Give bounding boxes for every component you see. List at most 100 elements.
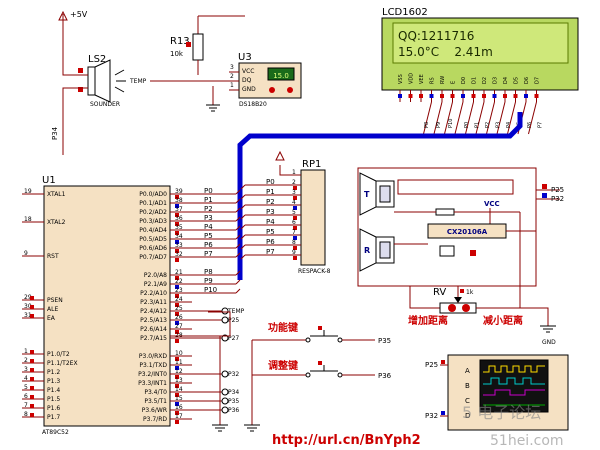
ds18b20-display: 15.0 — [273, 72, 289, 80]
mcu-pin-state — [175, 249, 179, 253]
sounder-net: P34 — [51, 126, 59, 140]
rp1-pin-number: 9 — [292, 249, 296, 256]
mcu-pin-label: P2.2/A10 — [140, 290, 167, 297]
mcu-pin-label: PSEN — [47, 297, 63, 304]
mcu-pin-state — [30, 377, 34, 381]
lcd-bus-wire — [486, 101, 495, 135]
mcu-pin-number: 35 — [175, 224, 183, 231]
u3-ref: U3 — [238, 52, 252, 63]
data-bus — [237, 112, 523, 280]
mcu-pin-state — [30, 350, 34, 354]
mcu-pin-state — [30, 368, 34, 372]
rp1-net-label: P6 — [266, 238, 275, 246]
mcu-pin-state — [30, 305, 34, 309]
lcd-bus-wire — [528, 101, 537, 135]
lcd-net-label: P1 — [475, 122, 481, 128]
mcu-net-label: P10 — [204, 286, 217, 294]
tx-label: T — [364, 190, 370, 199]
mcu-pin-label: P1.6 — [47, 405, 60, 412]
lcd-net-label: P2 — [485, 122, 491, 128]
button-function[interactable]: 功能键 P35 — [252, 321, 391, 345]
rp1-pin-number: 6 — [292, 219, 296, 226]
mcu-pin-label: P1.5 — [47, 396, 60, 403]
lcd-pin-label: VSS — [398, 74, 404, 84]
lcd-net-label: P0 — [464, 122, 470, 128]
r13-value: 10k — [170, 50, 184, 58]
sensor-ds18b20: U3 15.0 VCC DQ GND 3 2 1 DS18B20 — [229, 52, 302, 108]
mcu-pin-label: XTAL1 — [47, 191, 66, 198]
mcu-pin-label: EA — [47, 315, 56, 322]
lcd-bus-wire — [454, 101, 464, 135]
footer-url[interactable]: http://url.cn/BnYph2 — [272, 433, 421, 448]
ds-pin-gnd: GND — [242, 86, 256, 93]
u1-ref: U1 — [42, 175, 56, 186]
mcu-net-label: P4 — [204, 223, 213, 231]
mcu-net-label: P27 — [228, 335, 239, 342]
mcu-pin-number: 18 — [24, 216, 32, 223]
bus-entry — [240, 244, 246, 250]
mcu-pin-label: P3.0/RXD — [139, 353, 167, 360]
rp1-net-label: P0 — [266, 178, 275, 186]
svg-text:B: B — [465, 382, 470, 390]
lcd-pin-label: VDD — [409, 73, 415, 84]
rp1-pin-number: 8 — [292, 239, 296, 246]
cx20106a-label: CX20106A — [447, 228, 488, 236]
bus-entry — [240, 214, 246, 220]
mcu-pin-label: P1.7 — [47, 414, 60, 421]
mcu-net-label: P7 — [204, 250, 213, 258]
scope-net-p25: P25 — [425, 361, 438, 369]
mcu-pin-state — [30, 404, 34, 408]
mcu-pin-state — [30, 395, 34, 399]
lcd-pin-state — [534, 94, 539, 98]
mcu-pin-state — [175, 411, 179, 415]
mcu-pin-state — [30, 296, 34, 300]
mcu-pin-label: P3.4/T0 — [144, 389, 167, 396]
lcd-bus-wire — [496, 101, 506, 135]
button-adjust[interactable]: 调整键 P36 — [252, 359, 392, 380]
rp1-net-label: P7 — [266, 248, 275, 256]
lcd-pin-label: D0 — [461, 77, 467, 84]
mcu-pin-number: 27 — [175, 323, 183, 330]
lcd-pin-state — [398, 94, 402, 98]
mcu-pin-number: 2 — [24, 357, 28, 364]
mcu-pin-number: 5 — [24, 384, 28, 391]
mcu-pin-number: 29 — [24, 294, 32, 301]
mcu-pin-number: 10 — [175, 350, 183, 357]
lcd-pin-label: RW — [440, 76, 446, 84]
terminal — [221, 316, 229, 324]
lcd-pin-state — [503, 94, 507, 98]
mcu-net-label: TEMP — [227, 308, 245, 315]
transducer-tx: T — [359, 172, 395, 216]
mcu-pin-number: 19 — [24, 188, 32, 195]
mcu-pin-state — [175, 195, 179, 199]
lcd-pin-label: D6 — [524, 77, 530, 84]
lcd-net-label: P8 — [424, 122, 430, 128]
mcu-pin-number: 30 — [24, 303, 32, 310]
mcu-pin-label: P0.7/AD7 — [139, 254, 167, 261]
mcu-net-label: P35 — [228, 398, 239, 405]
lcd-title: LCD1602 — [382, 7, 428, 18]
bus-entry — [235, 216, 241, 222]
mcu-pin-label: P3.5/T1 — [144, 398, 167, 405]
mcu-pin-state — [175, 303, 179, 307]
lcd-net-label: P9 — [436, 122, 442, 128]
mcu-pin-number: 14 — [175, 386, 183, 393]
mcu-pin-label: P0.3/AD3 — [139, 218, 167, 225]
rp1-pin-number: 2 — [292, 179, 296, 186]
mcu-pin-number: 1 — [24, 348, 28, 355]
lcd-bus-wire — [507, 101, 516, 135]
mcu-net-label: P32 — [228, 371, 239, 378]
lcd-pin-state — [408, 94, 413, 98]
lcd-pin-label: D7 — [535, 77, 541, 84]
bus-entry — [240, 194, 246, 200]
mcu-net-label: P9 — [204, 277, 213, 285]
temp-net: TEMP — [129, 78, 229, 112]
svg-text:C: C — [465, 397, 470, 405]
bus-entry — [235, 189, 241, 195]
mcu-pin-number: 8 — [24, 411, 28, 418]
mcu-pin-label: P1.1/T2EX — [47, 360, 78, 367]
lcd-pin-state — [419, 94, 423, 98]
lcd-net-label: P4 — [506, 122, 512, 128]
